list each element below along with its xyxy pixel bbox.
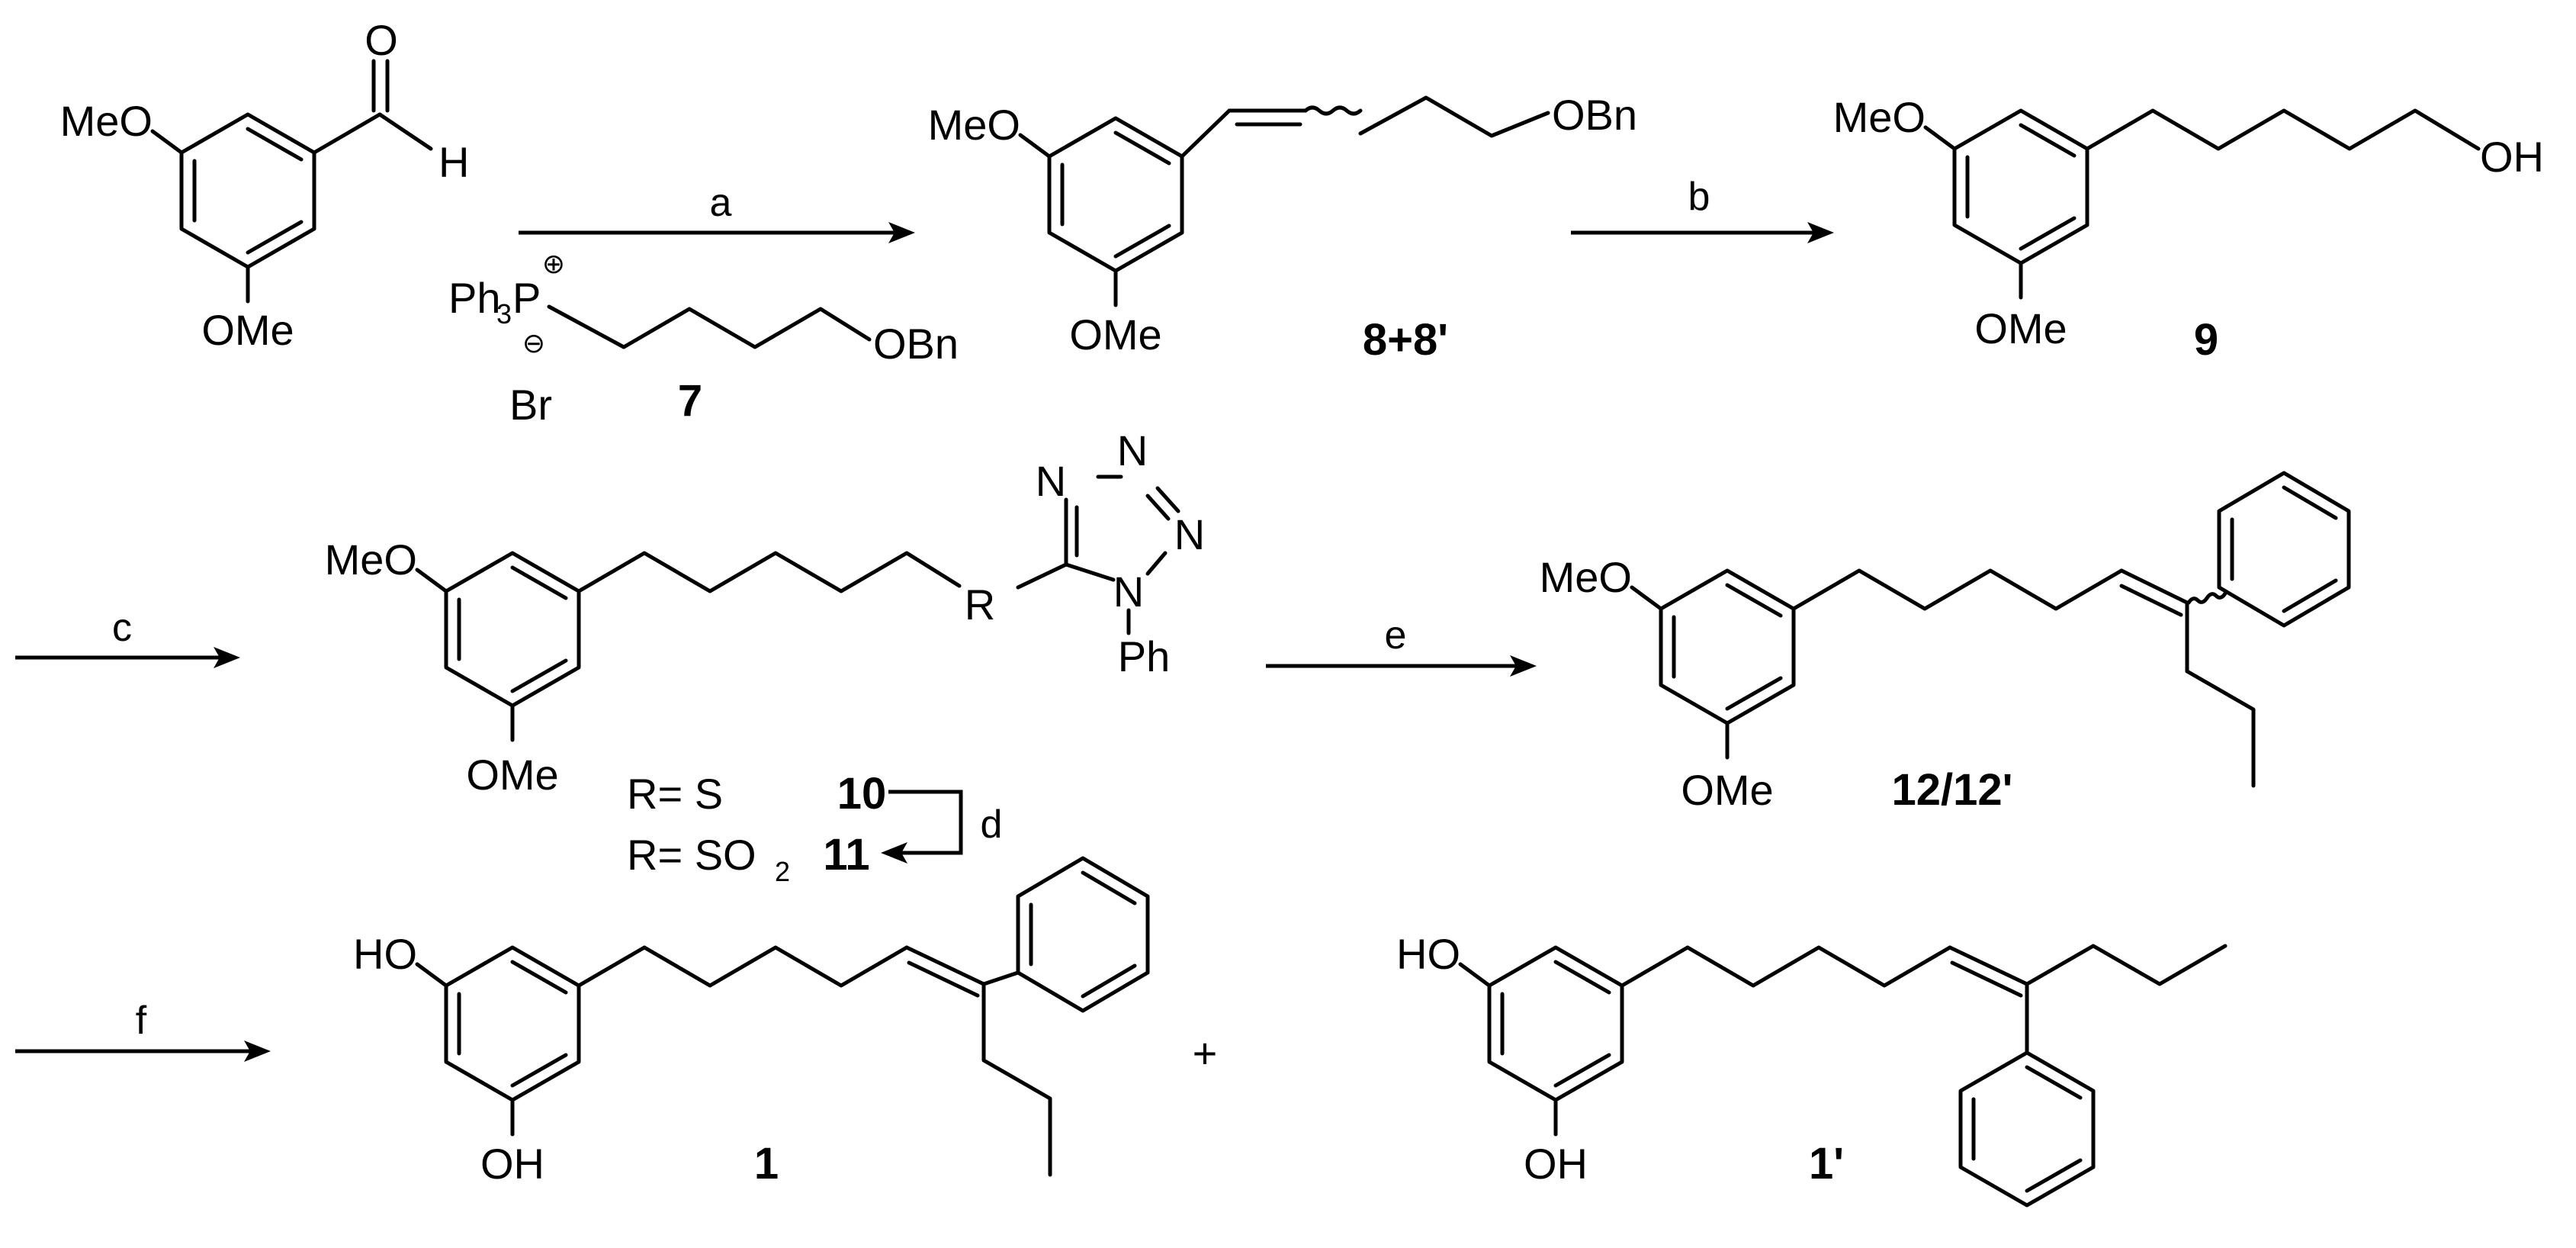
svg-text:MeO: MeO — [60, 97, 153, 145]
compound-label-10: 10 — [837, 769, 887, 819]
compound-label-12: 12/12' — [1892, 765, 2013, 815]
molecule-1-prime: HO OH — [1396, 930, 2228, 1208]
compound-label-1: 1 — [754, 1139, 779, 1188]
compound-label-11: 11 — [823, 830, 869, 880]
compound-label-7: 7 — [678, 376, 702, 426]
svg-text:R: R — [965, 581, 995, 629]
svg-text:OBn: OBn — [1552, 91, 1637, 139]
reagent-e: e — [1385, 613, 1407, 658]
svg-text:OH: OH — [480, 1140, 544, 1188]
svg-text:OH: OH — [2480, 133, 2544, 181]
arrow-e — [1266, 655, 1537, 677]
compound-label-9: 9 — [2194, 315, 2218, 365]
svg-text:OMe: OMe — [1974, 304, 2067, 352]
arrow-c — [15, 647, 240, 668]
svg-text:OBn: OBn — [873, 320, 959, 368]
svg-text:N: N — [1113, 568, 1144, 616]
reagent-d: d — [981, 803, 1003, 847]
svg-text:Ph: Ph — [1118, 632, 1171, 680]
reagent-c: c — [112, 606, 132, 650]
svg-text:2: 2 — [775, 856, 790, 887]
svg-text:R= S: R= S — [627, 770, 723, 818]
svg-text:HO: HO — [353, 930, 417, 978]
svg-text:H: H — [438, 138, 469, 186]
molecule-8: MeO OMe OBn — [928, 91, 1637, 359]
molecule-9: MeO OMe OH — [1833, 93, 2544, 352]
svg-text:OMe: OMe — [1681, 766, 1773, 814]
molecule-phosphonium-salt-7: Ph 3 P ⊕ ⊖ Br OBn — [448, 248, 959, 429]
plus-sign: + — [1193, 1029, 1218, 1077]
svg-text:MeO: MeO — [325, 536, 417, 584]
svg-text:OMe: OMe — [466, 751, 558, 799]
compound-label-8: 8+8' — [1363, 315, 1448, 365]
svg-text:OMe: OMe — [1069, 310, 1161, 359]
molecule-1: HO OH — [353, 856, 1150, 1188]
svg-text:⊖: ⊖ — [522, 327, 545, 359]
svg-text:3: 3 — [496, 298, 512, 330]
arrow-d — [881, 790, 963, 864]
svg-text:Br: Br — [509, 381, 552, 429]
arrow-b — [1571, 222, 1834, 243]
svg-text:MeO: MeO — [928, 101, 1020, 149]
molecule-12: MeO OMe — [1540, 471, 2351, 814]
compound-label-1-prime: 1' — [1809, 1139, 1844, 1188]
molecule-aldehyde: MeO OMe O H — [60, 16, 470, 354]
svg-text:N: N — [1174, 510, 1205, 558]
svg-text:Ph: Ph — [448, 274, 501, 322]
svg-text:OMe: OMe — [201, 306, 294, 354]
svg-text:MeO: MeO — [1833, 93, 1926, 141]
svg-text:R= SO: R= SO — [627, 831, 756, 879]
reagent-f: f — [136, 999, 147, 1043]
arrow-f — [15, 1041, 271, 1062]
reagent-a: a — [710, 181, 732, 225]
arrow-a — [519, 222, 915, 243]
svg-text:N: N — [1036, 457, 1066, 505]
reagent-b: b — [1688, 175, 1710, 219]
svg-text:N: N — [1117, 426, 1148, 474]
svg-text:OH: OH — [1524, 1140, 1588, 1188]
svg-text:P: P — [512, 274, 541, 322]
svg-text:MeO: MeO — [1540, 553, 1632, 601]
molecule-10-11: N N N N R Ph MeO OMe R= S R= SO 2 — [325, 426, 1206, 887]
svg-text:HO: HO — [1396, 930, 1460, 978]
svg-text:⊕: ⊕ — [542, 248, 565, 279]
svg-text:O: O — [365, 16, 398, 64]
